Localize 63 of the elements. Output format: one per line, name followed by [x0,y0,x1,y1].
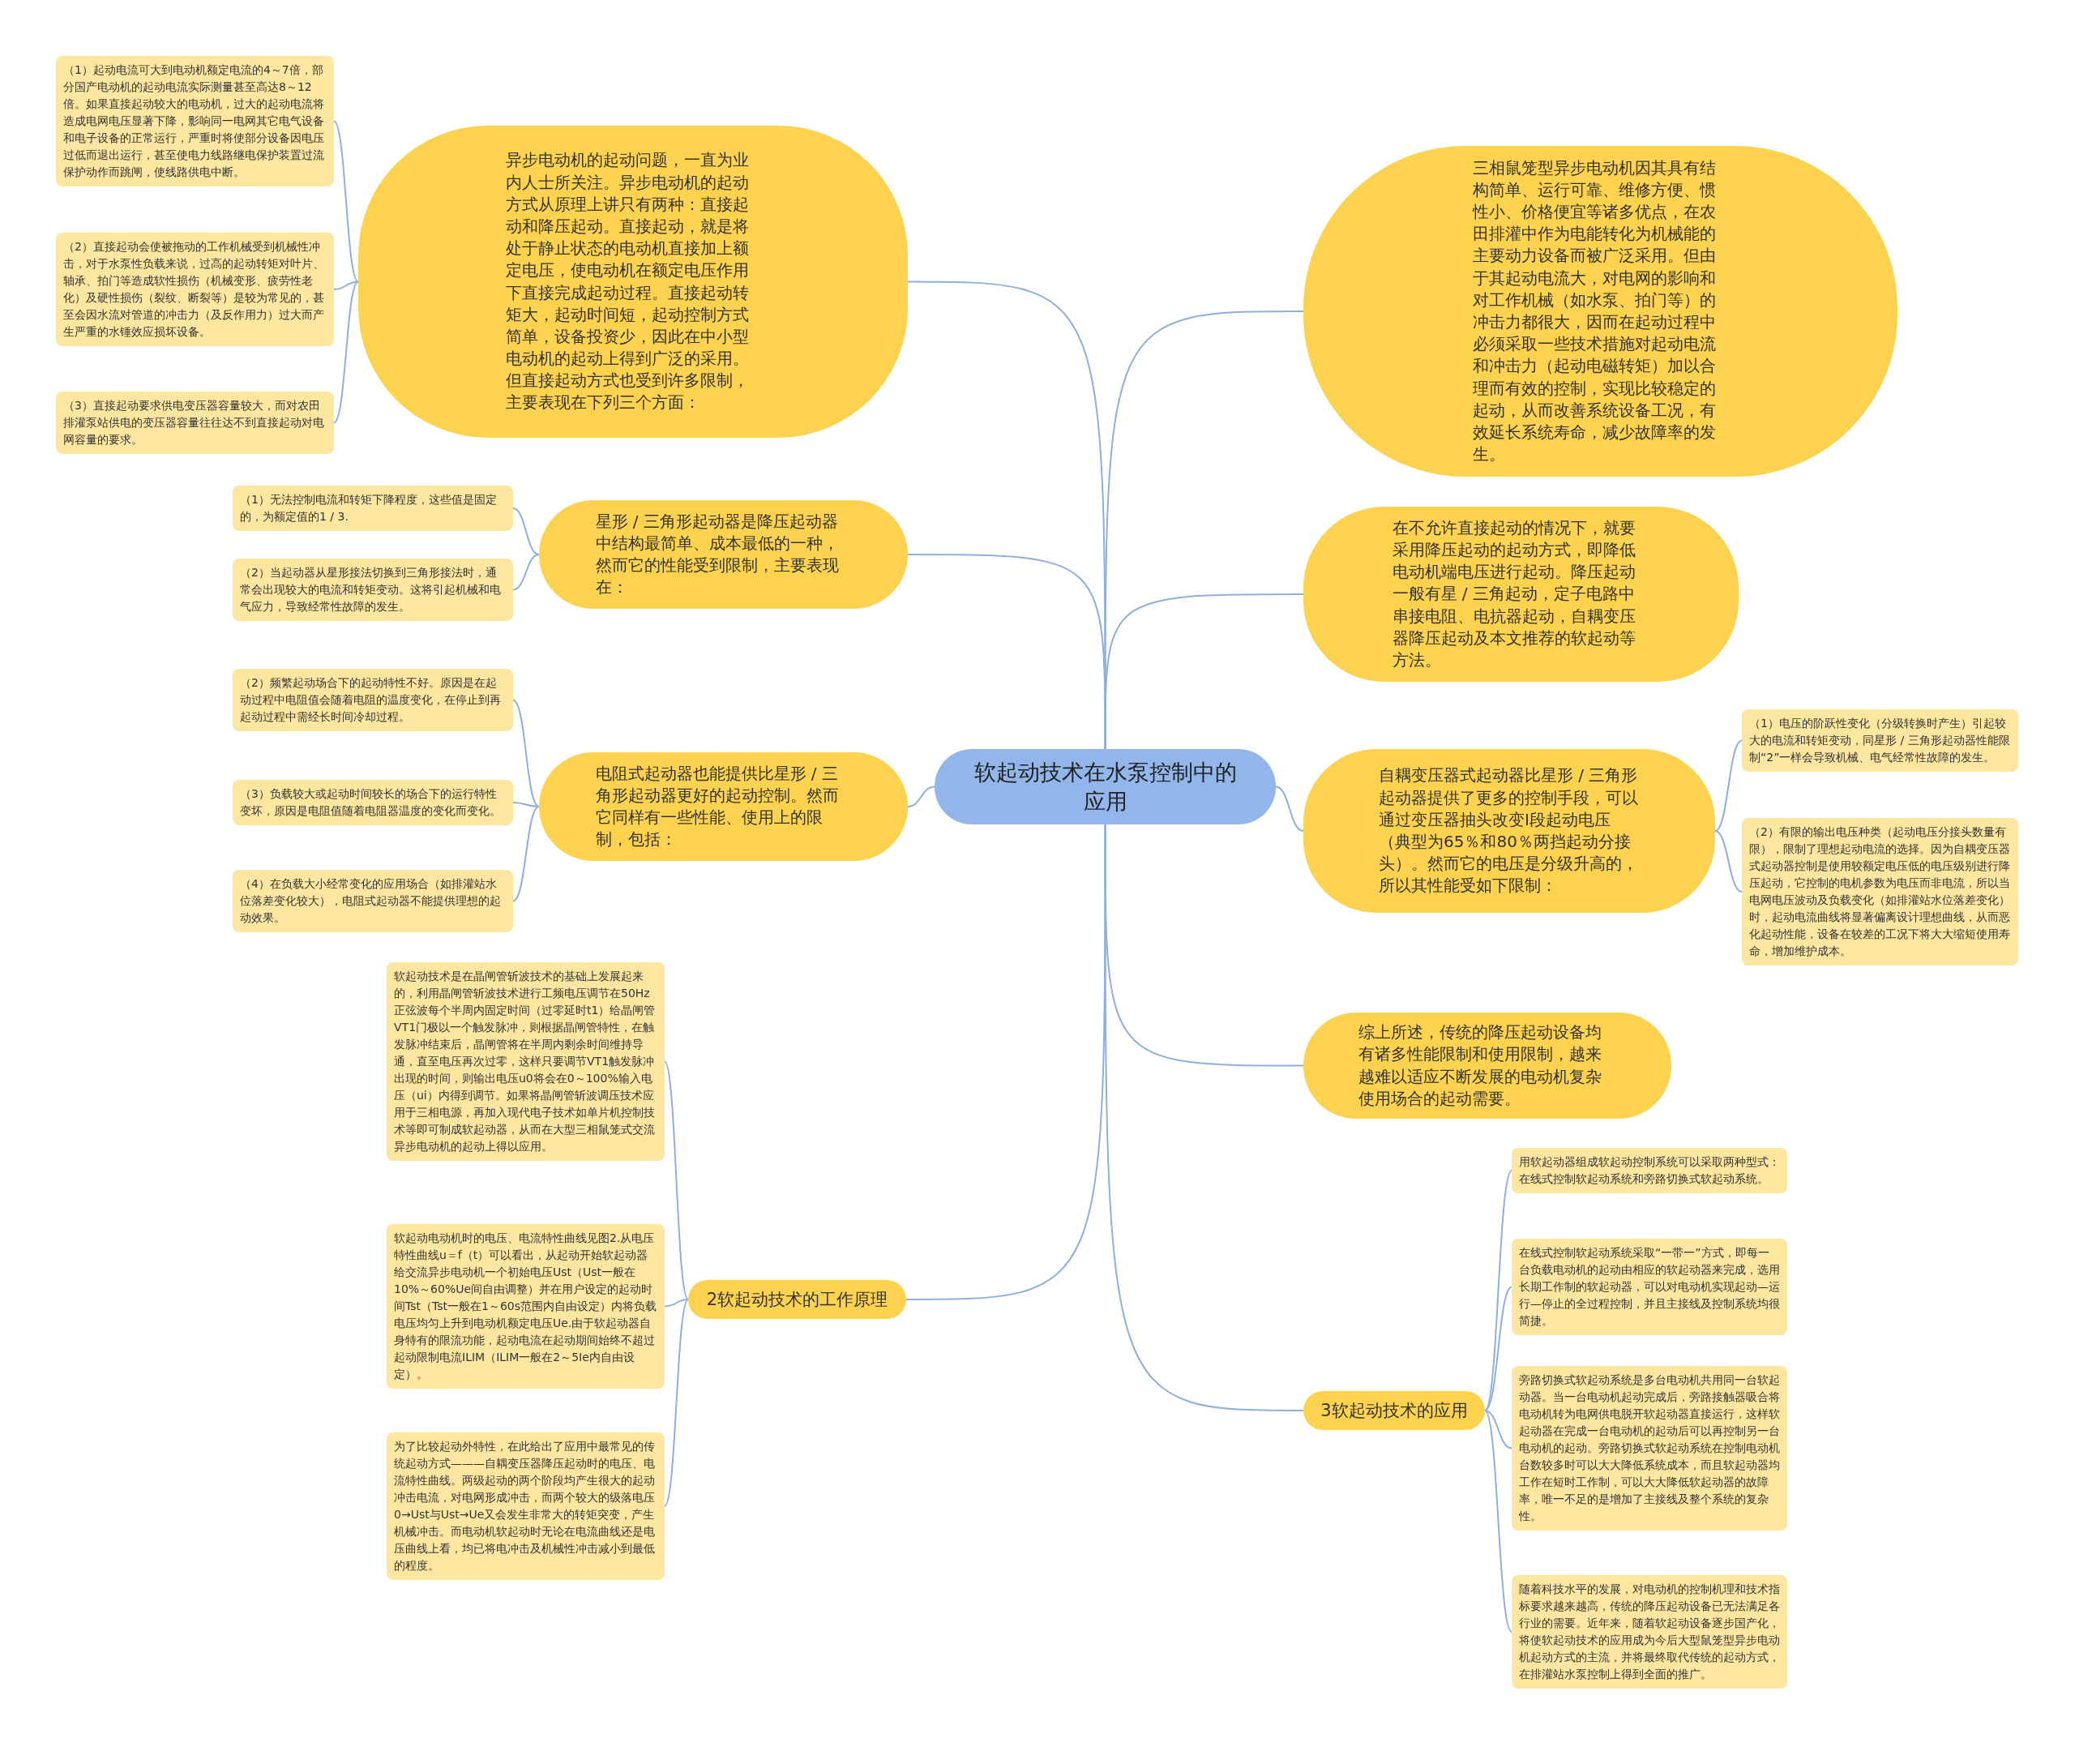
topic-text: 三相鼠笼型异步电动机因其具有结构简单、运行可靠、维修方便、惯性小、价格便宜等诸多优点，在农田排灌中作为电能转化为机械能的主要动力设备而被广泛采用。但由于其起动电流大，对电网的影响和对工作机械（如水泵、拍门等）的冲击力都很大，因而在起动过程中必须采取一些技术措施对起动电流和冲击力（起动电磁转矩）加以合理而有效的控制，实现比较稳定的起动，从而改善系统设备工况，有效延长系统寿命，减少故障率的发生。 [1472,156,1717,466]
note-card [56,233,334,346]
section-heading-pill [688,1280,906,1319]
note-card [233,486,513,531]
topic-text: 3软起动技术的应用 [1320,1400,1468,1422]
connector-line [664,1299,689,1507]
section-heading-pill [1303,1391,1485,1430]
note-card [1512,1239,1787,1335]
note-card [233,559,513,621]
connector-line [1104,824,1304,1411]
connector-line [1275,786,1304,832]
connector-line [664,1299,689,1308]
topic-text: 旁路切换式软起动系统是多台电动机共用同一台软起动器。当一台电动机起动完成后，旁路接触器吸合将电动机转为电网供电脱开软起动器直接运行，这样软起动器在完成一台电动机的起动后可以再控制另一台电动机的起动。旁路切换式软起动系统在控制电动机台数较多时可以大大降低系统成本，而且软起动器均工作在短时工作制，可以大大降低软起动器的故障率，唯一不足的是增加了主接线及整个系统的复杂性。 [1519,1372,1780,1524]
topic-text: （4）在负载大小经常变化的应用场合（如排灌站水位落差变化较大），电阻式起动器不能提供理想的起动效果。 [240,876,502,926]
connector-line [1104,593,1304,750]
topic-text: 在不允许直接起动的情况下，就要采用降压起动的起动方式，即降低电动机端电压进行起动。降压起动一般有星 / 三角起动，定子电路中串接电阻、电抗器起动，自耦变压器降压起动及本文推荐的软起动等方法。 [1392,516,1636,671]
note-card [1742,709,2018,772]
topic-text: 在线式控制软起动系统采取“一带一”方式，即每一台负载电动机的起动由相应的软起动器来完成，选用长期工作制的软起动器，可以对电动机实现起动—运行—停止的全过程控制，并且主接线及控制系统均很简捷。 [1519,1245,1780,1329]
topic-text: 自耦变压器式起动器比星形 / 三角形起动器提供了更多的控制手段，可以通过变压器抽头改变Ⅰ段起动电压（典型为65％和80％两挡起动分接头）。然而它的电压是分级升高的，所以其性能受如下限制： [1379,764,1639,897]
note-card [1512,1575,1787,1689]
topic-text: 电阻式起动器也能提供比星形 / 三角形起动器更好的起动控制。然而它同样有一些性能、使用上的限制，包括： [595,762,840,851]
note-card [233,780,513,825]
connector-line [907,786,935,807]
connector-line [333,120,359,283]
note-card [233,870,513,932]
topic-text: 异步电动机的起动问题，一直为业内人士所关注。异步电动机的起动方式从原理上讲只有两种：直接起动和降压起动。直接起动，就是将处于静止状态的电动机直接加上额定电压，使电动机在额定电压作用下直接完成起动过程。直接起动转矩大，起动时间短，起动控制方式简单，设备投资少，因此在中小型电动机的起动上得到广泛的采用。但直接起动方式也受到许多限制，主要表现在下列三个方面： [506,149,750,414]
topic-text: 软起动技术在水泵控制中的应用 [973,759,1238,816]
topic-text: （2）有限的输出电压种类（起动电压分接头数量有限），限制了理想起动电流的选择。因为自耦变压器式起动器控制是使用较额定电压低的电压级别进行降压起动，它控制的电机参数为电压而非电流，所以当电网电压波动及负载变化（如排灌站水位落差变化）时，起动电流曲线将显著偏离设计理想曲线，从而恶化起动性能，设备在较差的工况下将大大缩短使用寿命，增加维护成本。 [1749,824,2011,959]
topic-text: （2）当起动器从星形接法切换到三角形接法时，通常会出现较大的电流和转矩变动。这将引起机械和电气应力，导致经常性故障的发生。 [240,565,502,614]
topic-text: 用软起动器组成软起动控制系统可以采取两种型式：在线式控制软起动系统和旁路切换式软起动系统。 [1519,1154,1780,1187]
connector-line [333,280,359,424]
topic-text: 为了比较起动外特性，在此给出了应用中最常见的传统起动方式———自耦变压器降压起动时的电压、电流特性曲线。两级起动的两个阶段均产生很大的起动冲击电流，对电网形成冲击，而两个较大的级落电压0→Ust与Ust→Ue又会发生非常大的转矩突变，产生机械冲击。而电动机软起动时无论在电流曲线还是电压曲线上看，均已将电冲击及机械性冲击减小到最低的程度。 [394,1439,656,1573]
connector-line [1484,1410,1512,1633]
note-card [233,669,513,731]
note-card [56,56,334,186]
topic-text: 随着科技水平的发展，对电动机的控制机理和技术指标要求越来越高，传统的降压起动设备已无法满足各行业的需要。近年来，随着软起动设备逐步国产化，将使软起动技术的应用成为今后大型鼠笼型异步电动机起动方式的主流，并将最终取代传统的起动方式，在排灌站水泵控制上得到全面的推广。 [1519,1582,1780,1682]
connector-line [664,1060,689,1300]
connector-line [1714,830,1743,893]
connector-line [512,699,540,807]
topic-text: 星形 / 三角形起动器是降压起动器中结构最简单、成本最低的一种，然而它的性能受到限制，主要表现在： [595,510,840,599]
connector-line [512,802,540,807]
topic-text: （3）直接起动要求供电变压器容量较大，而对农田排灌泵站供电的变压器容量往往达不到直接起动对电网容量的要求。 [63,398,325,447]
connector-line [905,824,1106,1300]
topic-text: （2）直接起动会使被拖动的工作机械受到机械性冲击，对于水泵性负载来说，过高的起动转矩对叶片、轴承、拍门等造成软性损伤（机械变形、疲劳性老化）及硬性损伤（裂纹、断裂等）是较为常见的，甚至会因水流对管道的冲击力（及反作用力）过大而产生严重的水锤效应损坏设备。 [63,239,325,340]
topic-text: 软起动电动机时的电压、电流特性曲线见图2.从电压特性曲线u＝f（t）可以看出，从起动开始软起动器给交流异步电动机一个初始电压Ust（Ust一般在10%～60%Ue间自由调整）并在用户设定的起动时间Tst（Tst一般在1～60s范围内自由设定）内将负载电压均匀上升到电动机额定电压Ue.由于软起动器自身特有的限流功能，起动电流在起动期间始终不超过起动限制电流ILIM（ILIM一般在2～5Ie内自由设定）。 [394,1231,657,1382]
note-card [56,392,334,454]
topic-text: 软起动技术是在晶闸管斩波技术的基础上发展起来的，利用晶闸管斩波技术进行工频电压调节在50Hz正弦波每个半周内固定时间（过零延时t1）给晶闸管VT1门极以一个触发脉冲，则根据晶闸管特性，在触发脉冲结束后，晶闸管将在半周内剩余时间维持导通，直至电压再次过零，这样只要调节VT1触发脉冲出现的时间，则输出电压u0将会在0～100%输入电压（ui）内得到调节。如果将晶闸管斩波调压技术应用于三相电源，再加入现代电子技术如单片机控制技术等即可制成软起动器，从而在大型三相鼠笼式交流异步电动机的起动上得以应用。 [394,969,657,1154]
topic-text: （1）无法控制电流和转矩下降程度，这些值是固定的，为额定值的1 / 3. [240,492,498,524]
connector-line [1484,1286,1512,1411]
connector-line [512,507,540,555]
topic-text: （3）负载较大或起动时间较长的场合下的运行特性变坏，原因是电阻值随着电阻器温度的变化而变化。 [240,786,502,819]
connector-line [512,554,540,591]
topic-text: 综上所述，传统的降压起动设备均有诸多性能限制和使用限制，越来越难以适应不断发展的电动机复杂使用场合的起动需要。 [1358,1021,1602,1110]
connector-line [907,554,1106,750]
connector-line [1714,739,1743,832]
topic-text: （1）起动电流可大到电动机额定电流的4～7倍，部分国产电动机的起动电流实际测量甚至高达8～12倍。如果直接起动较大的电动机，过大的起动电流将造成电网电压显著下降，影响同一电网其它电气设备和电子设备的正常运行，严重时将使部分设备因电压过低而退出运行，甚至使电力线路继电保护装置过流保护动作而跳闸，使线路供电中断。 [63,62,325,180]
topic-text: （1）电压的阶跃性变化（分级转换时产生）引起较大的电流和转矩变动，同星形 / 三角形起动器性能限制“2”一样会导致机械、电气经常性故障的发生。 [1749,716,2011,765]
topic-text: （2）频繁起动场合下的起动特性不好。原因是在起动过程中电阻值会随着电阻的温度变化，在停止到再起动过程中需经长时间冷却过程。 [240,675,502,725]
topic-text: 2软起动技术的工作原理 [706,1289,888,1311]
connector-line [512,806,540,902]
connector-line [1484,1410,1512,1449]
connector-line [333,280,359,290]
note-card [1512,1148,1787,1193]
